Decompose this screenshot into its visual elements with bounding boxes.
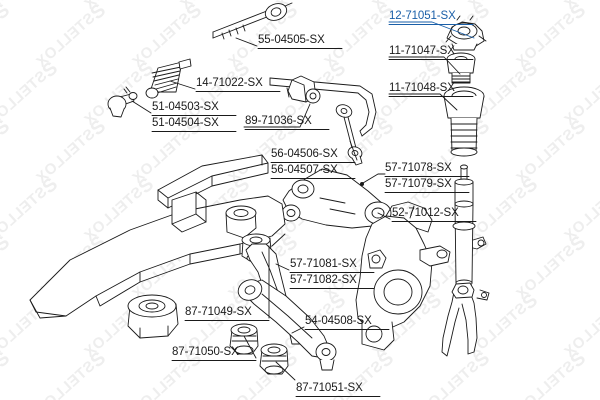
part-number-label: 51-04503-SX bbox=[152, 101, 219, 113]
part-number-label: 12-71051-SX bbox=[389, 10, 456, 22]
part-strut-mount bbox=[445, 15, 487, 51]
part-bump-stop bbox=[446, 52, 476, 84]
part-number-label: 57-71081-SX bbox=[290, 258, 357, 270]
leader-line bbox=[388, 21, 475, 39]
leader-line bbox=[388, 93, 458, 111]
part-number-label: 52-71012-SX bbox=[392, 207, 459, 219]
part-number-label: 54-04508-SX bbox=[305, 315, 372, 327]
part-number-label: 11-71047-SX bbox=[389, 45, 455, 57]
part-strut-fork bbox=[441, 282, 490, 357]
leader-line bbox=[275, 361, 296, 381]
part-number-label: 55-04505-SX bbox=[258, 34, 325, 46]
part-steering-knuckle bbox=[355, 201, 451, 351]
part-upper-control-arm bbox=[281, 168, 392, 229]
leader-line bbox=[131, 100, 152, 114]
leader-line bbox=[291, 326, 305, 334]
part-number-label: 87-71050-SX bbox=[172, 346, 239, 358]
part-number-label: 11-71048-SX bbox=[389, 82, 455, 94]
leader-line bbox=[349, 140, 358, 161]
part-number-label: 51-04504-SX bbox=[152, 117, 219, 129]
part-number-label: 87-71049-SX bbox=[185, 306, 252, 318]
leader-line bbox=[169, 80, 196, 90]
part-stabilizer-bush bbox=[286, 75, 321, 104]
part-number-label: 57-71082-SX bbox=[290, 274, 357, 286]
leader-lines bbox=[131, 21, 475, 381]
part-number-label: 56-04507-SX bbox=[271, 164, 338, 176]
part-number-label: 87-71051-SX bbox=[296, 382, 363, 394]
part-dust-boot bbox=[443, 86, 485, 157]
leader-line bbox=[275, 263, 290, 271]
part-subframe bbox=[29, 154, 286, 339]
leader-line bbox=[377, 212, 391, 220]
part-stabilizer-link bbox=[335, 104, 363, 166]
part-steering-rack-boot bbox=[145, 58, 192, 99]
leader-line bbox=[388, 56, 461, 75]
part-number-label: 57-71078-SX bbox=[385, 162, 452, 174]
part-number-label: 56-04506-SX bbox=[271, 148, 338, 160]
part-tie-rod-inner bbox=[212, 2, 293, 40]
part-number-label: 89-71036-SX bbox=[245, 115, 312, 127]
part-tie-rod-end bbox=[107, 86, 138, 118]
leader-line bbox=[362, 173, 386, 184]
leader-line bbox=[243, 103, 311, 128]
part-lower-ball-joint-arm bbox=[237, 279, 337, 371]
part-number-label: 57-71079-SX bbox=[385, 178, 452, 190]
part-number-label: 14-71022-SX bbox=[196, 77, 263, 89]
part-bush-87-71050 bbox=[229, 323, 259, 355]
leader-line bbox=[243, 335, 257, 359]
part-bush-87-71051 bbox=[259, 343, 289, 375]
label-underlines bbox=[151, 24, 477, 397]
leader-line bbox=[235, 37, 258, 47]
